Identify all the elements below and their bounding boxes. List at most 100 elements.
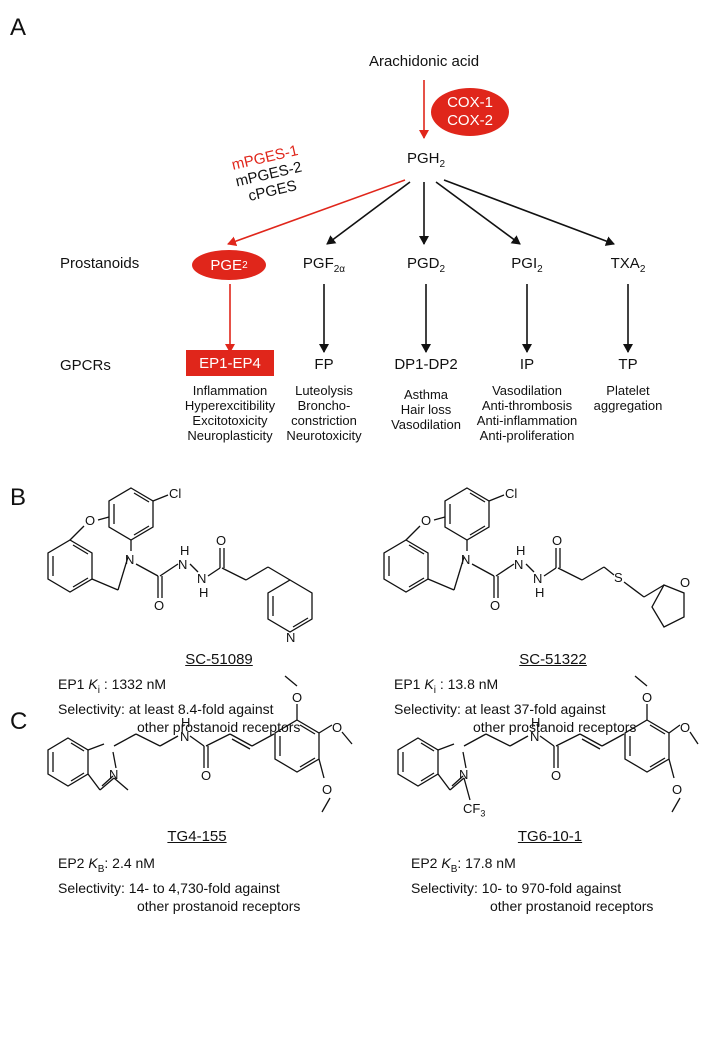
receptor-ip: IP [519, 356, 535, 373]
prostanoid-txa2: TXA2 [611, 255, 646, 275]
atom-nh-1: N [514, 557, 523, 572]
atom-cl: Cl [169, 486, 182, 501]
selectivity-text: Selectivity: 10- to 970-fold against [411, 879, 622, 896]
atom-o-methoxy-1: O [642, 690, 653, 705]
prostanoids-row-label: Prostanoids [60, 255, 140, 272]
panel-label-a: A [10, 14, 27, 41]
panel-label-c: C [10, 708, 28, 735]
atom-o-carbonyl: O [154, 598, 165, 613]
prostanoid-pgf2a: PGF2α [303, 255, 345, 275]
compound-props-tg6-10-1: EP2 KB: 17.8 nM Selectivity: 10- to 970-… [411, 854, 653, 915]
atom-nh-2: N [533, 571, 542, 586]
k-value: : 17.8 nM [457, 855, 516, 871]
atom-o-ring: O [85, 513, 96, 528]
prostanoid-pgd2: PGD2 [407, 255, 445, 275]
atom-o-methoxy-2: O [680, 720, 691, 735]
atom-o-amide: O [552, 533, 563, 548]
atom-n-amide: N [530, 729, 540, 744]
effect-item: aggregation [593, 398, 663, 413]
k-symbol: K [441, 855, 451, 871]
compound-props-tg4-155: EP2 KB: 2.4 nM Selectivity: 14- to 4,730… [58, 854, 300, 915]
structure-tg6-10-1 [397, 675, 699, 813]
effect-item: Platelet [606, 383, 650, 398]
atom-o-methoxy-2: O [332, 720, 343, 735]
selectivity-text: Selectivity: 14- to 4,730-fold against [58, 879, 280, 896]
atom-o-ring: O [421, 513, 432, 528]
selectivity-text-2: other prostanoid receptors [137, 718, 301, 735]
prostanoid-sub: 2 [242, 259, 248, 271]
receptor-fp: FP [314, 356, 334, 373]
effects-dp: Asthma Hair loss Vasodilation [391, 387, 461, 432]
receptor-dp1-dp2: DP1-DP2 [394, 356, 458, 373]
atom-n: N [514, 557, 524, 572]
structure-tg4-155 [47, 675, 353, 813]
receptor-name: EP2 [411, 855, 438, 871]
selectivity-text: Selectivity: at least 37-fold against [394, 700, 606, 717]
gpcrs-row-label: GPCRs [60, 357, 111, 374]
k-symbol: K [88, 676, 98, 692]
prostanoid-base: PGF [302, 255, 334, 272]
intermediate-sub: 2 [439, 159, 446, 170]
atom-o-methoxy-3: O [322, 782, 333, 797]
atom-n-ring: N [461, 552, 471, 567]
atom-h-2: H [199, 585, 209, 600]
receptor-name: EP1 [394, 676, 421, 692]
atom-n-ring: N [125, 552, 135, 567]
prostanoid-pgi2: PGI2 [511, 255, 542, 275]
selectivity-text-2: other prostanoid receptors [137, 897, 301, 914]
substrate-label: Arachidonic acid [368, 53, 480, 70]
effect-item: Luteolysis [295, 383, 353, 398]
selectivity-text: Selectivity: at least 8.4-fold against [58, 700, 274, 717]
compound-name-sc-51089: SC-51089 [185, 651, 253, 668]
intermediate-base: PGH [406, 150, 440, 167]
atom-n: N [178, 557, 188, 572]
arrow-to-pgf2a [326, 181, 411, 245]
atom-h-amide: H [531, 715, 541, 730]
effects-fp: Luteolysis Broncho- constriction Neuroto… [286, 383, 361, 443]
structure-sc-51322 [383, 487, 685, 628]
atom-h-1: H [516, 543, 526, 558]
k-value: : 13.8 nM [439, 676, 499, 692]
arrow-to-pge2 [227, 179, 406, 246]
receptor-ep1-ep4: EP1-EP4 [186, 350, 274, 376]
atom-s: S [614, 570, 623, 585]
atom-nh-2: N [197, 571, 206, 586]
atom-cl: Cl [505, 486, 518, 501]
effect-item: Hyperexcitibility [184, 398, 276, 413]
prostanoid-base: TXA [610, 255, 640, 272]
receptor-name: EP1 [58, 676, 85, 692]
effect-item: Hair loss [400, 402, 452, 417]
atom-h-2: H [535, 585, 545, 600]
arrow-to-txa2 [443, 179, 615, 246]
k-sub: B [97, 863, 105, 875]
effect-item: Neuroplasticity [187, 428, 273, 443]
prostanoid-base: PGI [511, 255, 538, 272]
atom-n: N [533, 571, 543, 586]
k-value: : 2.4 nM [104, 855, 155, 871]
k-value: : 1332 nM [103, 676, 167, 692]
atom-nh-1: N [178, 557, 187, 572]
prostanoid-sub: 2 [439, 264, 446, 275]
atom-o-carbonyl: O [201, 768, 212, 783]
cox-2-label: COX-2 [447, 112, 493, 129]
effect-item: Excitotoxicity [192, 413, 268, 428]
prostanoid-sub: 2 [537, 264, 543, 275]
effect-item: Anti-thrombosis [481, 398, 573, 413]
effect-item: Neurotoxicity [286, 428, 362, 443]
atom-o-amide: O [216, 533, 227, 548]
effect-item: constriction [291, 413, 357, 428]
compound-name-tg6-10-1: TG6-10-1 [517, 828, 583, 845]
atom-n-pyridine: N [286, 630, 296, 645]
atom-o-methoxy-1: O [292, 690, 303, 705]
atom-n-indole: N [459, 767, 469, 782]
compound-name-sc-51322: SC-51322 [519, 651, 587, 668]
panel-label-b: B [10, 484, 27, 511]
atom-h-amide: H [181, 715, 191, 730]
effect-item: Vasodilation [492, 383, 562, 398]
effects-ep: Inflammation Hyperexcitibility Excitotox… [185, 383, 275, 443]
prostanoid-sub: 2α [333, 264, 346, 275]
cf-sub: 3 [480, 808, 486, 819]
